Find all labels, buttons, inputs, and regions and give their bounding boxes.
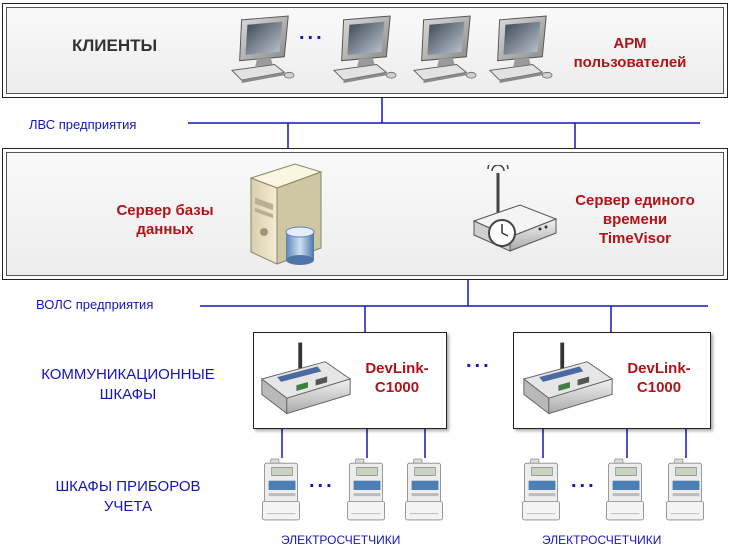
meters-caption: ЭЛЕКТРОСЧЕТЧИКИ xyxy=(542,533,662,547)
computer-icon xyxy=(486,14,554,84)
db-server-label-line1: Сервер базы xyxy=(116,202,214,219)
comm-cabinets-label-line1: КОММУНИКАЦИОННЫЕ xyxy=(41,366,215,383)
ellipsis: ... xyxy=(571,470,597,492)
computer-icon xyxy=(228,14,296,84)
fiber-label: ВОЛС предприятия xyxy=(36,297,154,312)
meter-cabinets-label: ШКАФЫ ПРИБОРОВ УЧЕТА xyxy=(22,477,234,517)
computer-icon xyxy=(330,14,398,84)
devlink-label-line2: C1000 xyxy=(374,379,420,396)
meters-caption: ЭЛЕКТРОСЧЕТЧИКИ xyxy=(281,533,401,547)
devlink-label: DevLink- C1000 xyxy=(352,359,442,397)
lan-label: ЛВС предприятия xyxy=(29,117,137,132)
meter-cabinets-label-line1: ШКАФЫ ПРИБОРОВ xyxy=(55,478,201,495)
electricity-meter-icon xyxy=(260,458,302,522)
electricity-meter-icon xyxy=(520,458,562,522)
comm-cabinets-label: КОММУНИКАЦИОННЫЕ ШКАФЫ xyxy=(22,365,234,405)
electricity-meter-icon xyxy=(604,458,646,522)
database-icon xyxy=(285,226,315,265)
ellipsis: ... xyxy=(466,350,492,372)
time-server-label-line3: TimeVisor xyxy=(599,230,671,247)
ellipsis: ... xyxy=(299,22,325,44)
ellipsis: ... xyxy=(309,470,335,492)
clients-label: КЛИЕНТЫ xyxy=(72,36,158,55)
devlink-label-line1: DevLink- xyxy=(365,360,429,377)
controller-icon xyxy=(520,340,616,418)
controller-icon xyxy=(258,340,354,418)
time-server-label: Сервер единого времени TimeVisor xyxy=(555,191,715,248)
devlink-label-line2: C1000 xyxy=(636,379,682,396)
devlink-label-line1: DevLink- xyxy=(627,360,691,377)
electricity-meter-icon xyxy=(403,458,445,522)
servers-panel xyxy=(2,148,728,280)
meter-cabinets-label-line2: УЧЕТА xyxy=(103,498,153,515)
comm-cabinets-label-line2: ШКАФЫ xyxy=(99,386,157,403)
devlink-label: DevLink- C1000 xyxy=(614,359,704,397)
arm-label-line1: АРМ xyxy=(613,35,647,52)
arm-label-line2: пользователей xyxy=(573,54,687,71)
electricity-meter-icon xyxy=(664,458,706,522)
db-server-label: Сервер базы данных xyxy=(100,201,230,239)
time-server-label-line1: Сервер единого xyxy=(575,192,695,209)
db-server-label-line2: данных xyxy=(136,221,194,238)
time-server-label-line2: времени xyxy=(602,211,668,228)
electricity-meter-icon xyxy=(345,458,387,522)
arm-label: АРМ пользователей xyxy=(560,34,700,72)
time-server-icon xyxy=(472,165,558,252)
computer-icon xyxy=(410,14,478,84)
